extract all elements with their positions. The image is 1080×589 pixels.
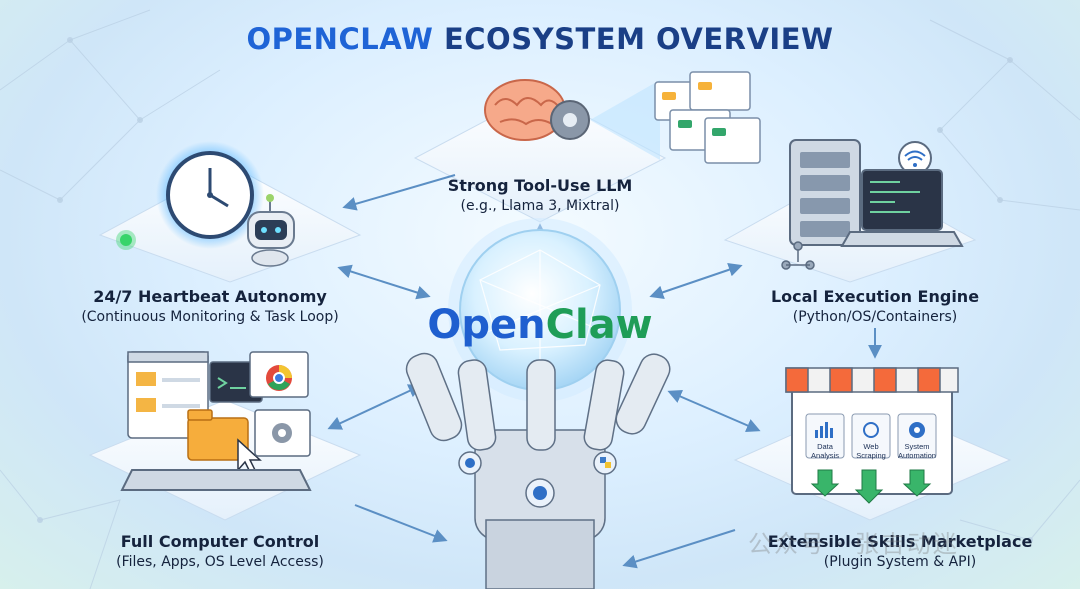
robot-hand-icon: [405, 352, 671, 589]
openclaw-logo: OpenClaw: [0, 302, 1080, 348]
node-execution-heading: Local Execution Engine: [770, 287, 980, 306]
server-icon: [789, 139, 861, 246]
skill-tile-web-scraping: Web Scraping: [852, 442, 890, 460]
node-heartbeat-label: 24/7 Heartbeat Autonomy (Continuous Moni…: [40, 287, 380, 325]
title-brand: OPENCLAW: [246, 22, 434, 56]
chat-windows-icon: [654, 71, 761, 164]
node-llm-subtitle: (e.g., Llama 3, Mixtral): [460, 198, 620, 214]
skill-tile-line2: Automation: [898, 451, 936, 460]
skill-tile-data-analysis: Data Analysis: [806, 442, 844, 460]
folder-icon: [187, 409, 249, 461]
logo-part-claw: Claw: [545, 302, 653, 348]
clock-icon: [156, 141, 264, 249]
skill-tile-line2: Analysis: [811, 451, 839, 460]
node-computer-heading: Full Computer Control: [120, 532, 320, 551]
settings-window-icon: [254, 409, 311, 457]
title-rest: ECOSYSTEM OVERVIEW: [443, 22, 834, 56]
skill-tile-line1: Web: [863, 442, 879, 451]
page-title: OPENCLAW ECOSYSTEM OVERVIEW: [0, 22, 1080, 56]
robot-assistant-icon: [247, 194, 295, 267]
laptop-icon: [840, 169, 964, 247]
node-marketplace-heading: Extensible Skills Marketplace: [767, 532, 1033, 551]
python-icon: [600, 457, 611, 468]
chrome-icon: [249, 351, 309, 398]
node-llm-label: Strong Tool-Use LLM (e.g., Llama 3, Mixt…: [400, 176, 680, 214]
app-windows-icon: [127, 351, 209, 439]
central-orb: [448, 218, 632, 402]
hand-gear-icon: [465, 458, 547, 500]
skill-tile-line2: Scraping: [856, 451, 886, 460]
node-llm-heading: Strong Tool-Use LLM: [447, 176, 633, 195]
node-computer-label: Full Computer Control (Files, Apps, OS L…: [60, 532, 380, 570]
node-marketplace-subtitle: (Plugin System & API): [823, 554, 977, 570]
skill-tile-system-automation: System Automation: [896, 442, 938, 460]
status-light-icon: [116, 230, 136, 250]
node-execution-label: Local Execution Engine (Python/OS/Contai…: [730, 287, 1020, 325]
node-computer-subtitle: (Files, Apps, OS Level Access): [116, 554, 324, 570]
node-execution-subtitle: (Python/OS/Containers): [792, 309, 958, 325]
download-arrows-icon: [810, 469, 932, 504]
watermark-text: 公众号 · 张吉动迷: [748, 530, 959, 558]
background-network: [0, 9, 1080, 589]
skill-tile-line1: System: [904, 442, 930, 451]
node-heartbeat-subtitle: (Continuous Monitoring & Task Loop): [81, 309, 339, 325]
logo-part-open: Open: [427, 302, 546, 348]
gear-icon: [550, 100, 590, 140]
skill-tile-line1: Data: [817, 442, 833, 451]
node-marketplace-label: Extensible Skills Marketplace (Plugin Sy…: [735, 532, 1065, 570]
laptop-base-icon: [120, 469, 312, 491]
node-heartbeat-heading: 24/7 Heartbeat Autonomy: [93, 287, 327, 306]
storefront-icon: [785, 367, 959, 495]
network-icon: [781, 241, 815, 270]
